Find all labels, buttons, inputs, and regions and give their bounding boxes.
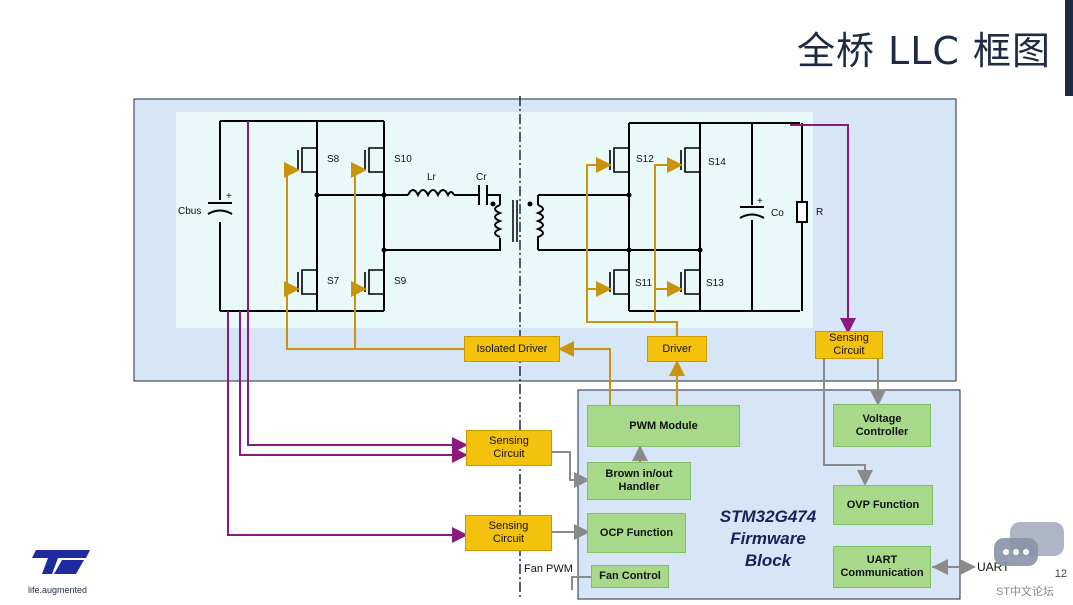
s7-label: S7 [327, 276, 340, 287]
circuit-area [176, 112, 813, 328]
sense-bus-voltage-1 [247, 121, 468, 453]
ovp-function-block: OVP Function [833, 485, 933, 525]
firmware-line-2: Firmware [730, 529, 806, 548]
s10-label: S10 [394, 154, 412, 165]
firmware-line-3: Block [744, 551, 792, 570]
forum-chat-icon [990, 520, 1070, 585]
load-resistor [796, 201, 808, 223]
s9-label: S9 [394, 276, 407, 287]
pwm-to-isolated-driver [558, 341, 611, 405]
gate-drive-secondary-b [654, 157, 683, 322]
s12-label: S12 [636, 154, 654, 165]
fan-pwm-label: Fan PWM [524, 563, 573, 575]
co-capacitor [739, 206, 765, 219]
sense-to-ovp [823, 358, 873, 486]
driver-block: Driver [647, 336, 707, 362]
voltage-controller-block: Voltage Controller [833, 404, 931, 447]
cbus-plus-label: + [226, 191, 232, 202]
s13-label: S13 [706, 278, 724, 289]
cbus-capacitor [207, 202, 233, 215]
sense-output-voltage [790, 124, 856, 334]
primary-return [384, 238, 501, 251]
st-logo-icon [32, 550, 90, 574]
page-number: 12 [1054, 568, 1067, 580]
firmware-block-label: STM32G474 Firmware Block [702, 506, 834, 572]
firmware-line-1: STM32G474 [719, 507, 817, 526]
sensing-circuit-bus-block: Sensing Circuit [466, 430, 552, 466]
s11-label: S11 [635, 278, 653, 289]
st-tagline: life.augmented [28, 585, 88, 595]
gate-drive-primary-a [284, 162, 464, 350]
forum-watermark: ST中文论坛 [996, 586, 1055, 598]
pwm-module-block: PWM Module [587, 405, 740, 447]
fan-control-out [571, 576, 592, 590]
gate-drive-secondary-a [586, 157, 678, 336]
co-label: Co [771, 208, 784, 219]
lr-label: Lr [427, 172, 436, 183]
cr-label: Cr [476, 172, 487, 183]
lr-inductor [407, 189, 455, 198]
sense-bus-voltage-2 [239, 311, 468, 463]
title-accent-bar [1065, 0, 1073, 96]
sensing-circuit-current-block: Sensing Circuit [465, 515, 552, 551]
uart-communication-block: UART Communication [833, 546, 931, 588]
s8-label: S8 [327, 154, 340, 165]
cr-capacitor [478, 185, 488, 205]
transformer-primary [494, 204, 503, 238]
co-plus-label: + [757, 196, 763, 207]
sense-to-brown-handler [552, 451, 590, 488]
sensing-circuit-output-block: Sensing Circuit [815, 331, 883, 359]
ocp-function-block: OCP Function [587, 513, 686, 553]
slide-title: 全桥 LLC 框图 [796, 29, 1051, 73]
s14-label: S14 [708, 157, 726, 168]
resonant-path [317, 194, 501, 205]
isolated-driver-block: Isolated Driver [464, 336, 560, 362]
fan-control-block: Fan Control [591, 565, 669, 588]
cbus-label: Cbus [178, 206, 202, 217]
brown-in-out-handler-block: Brown in/out Handler [587, 462, 691, 500]
transformer-secondary [535, 195, 544, 250]
sense-current [227, 311, 468, 543]
r-label: R [816, 207, 824, 218]
st-logo: life.augmented [28, 548, 98, 595]
